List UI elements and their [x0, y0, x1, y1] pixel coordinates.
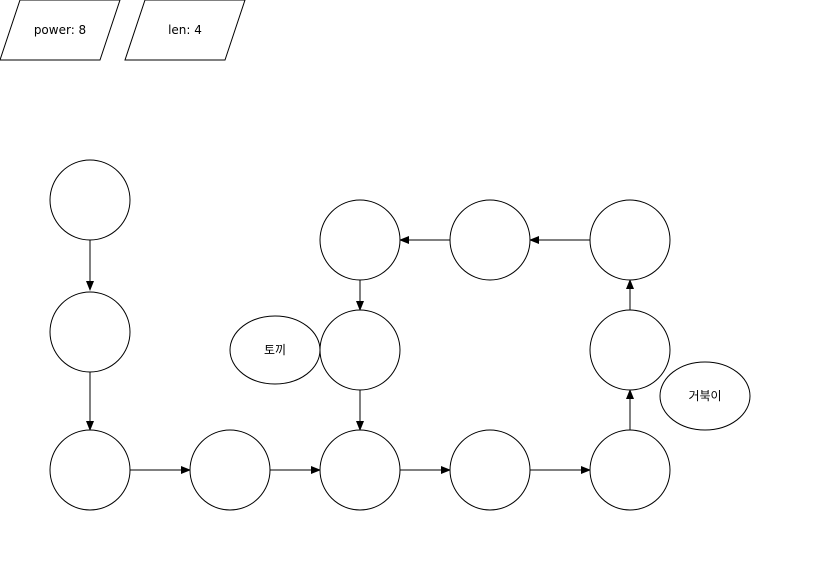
power-label: power: 8	[34, 23, 86, 37]
node-9	[589, 199, 671, 281]
node-8	[589, 309, 671, 391]
node-6	[449, 429, 531, 511]
node-5	[319, 429, 401, 511]
turtle-pointer: 거북이	[659, 361, 751, 431]
rabbit-pointer: 토끼	[229, 315, 321, 385]
node-2	[49, 291, 131, 373]
turtle-label: 거북이	[688, 389, 721, 403]
rabbit-label: 토끼	[264, 343, 286, 357]
edges	[86, 236, 634, 474]
node-4	[189, 429, 271, 511]
node-7	[589, 429, 671, 511]
nodes	[49, 159, 671, 511]
node-3	[49, 429, 131, 511]
len-box: len: 4	[124, 0, 246, 61]
node-12	[319, 309, 401, 391]
node-11	[319, 199, 401, 281]
len-label: len: 4	[168, 23, 202, 37]
node-1	[49, 159, 131, 241]
power-box: power: 8	[0, 0, 121, 61]
node-10	[449, 199, 531, 281]
